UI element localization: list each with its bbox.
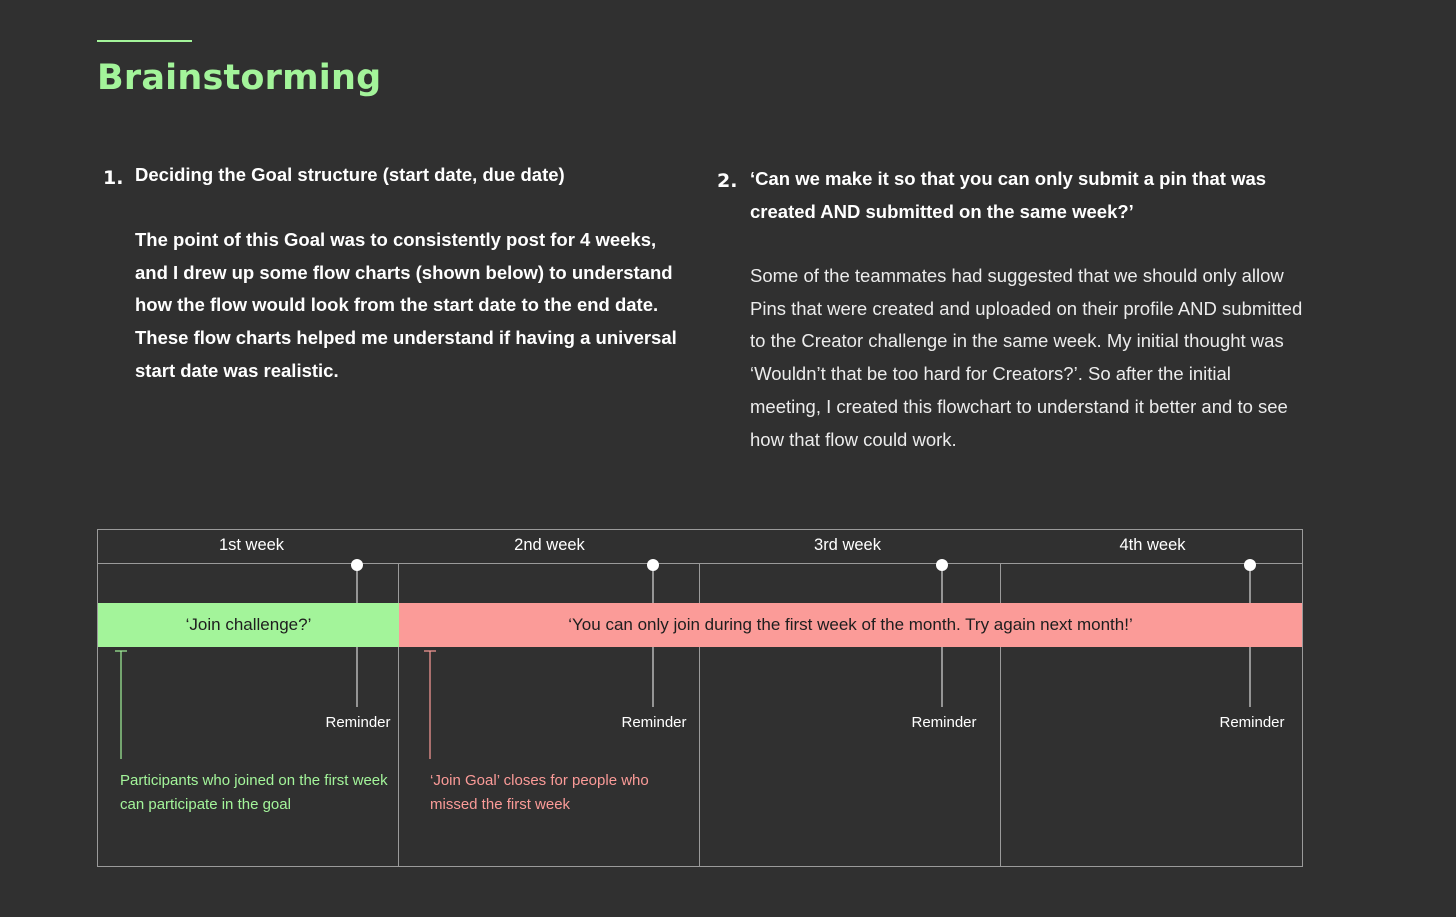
- item-2-body: Some of the teammates had suggested that…: [750, 265, 1303, 450]
- item-1-number: 1.: [103, 167, 124, 189]
- closed-note: ‘Join Goal’ closes for people who missed…: [430, 772, 649, 813]
- week-label-3: 3rd week: [814, 536, 881, 554]
- join-closed-label: ‘You can only join during the first week…: [568, 615, 1133, 634]
- timeline-lines: [97, 529, 1303, 867]
- reminder-label-2: Reminder: [621, 714, 687, 731]
- reminder-dot-2: [647, 559, 659, 571]
- week-label-1: 1st week: [218, 536, 285, 554]
- item-2-number: 2.: [717, 170, 738, 192]
- join-note: Participants who joined on the first wee…: [120, 772, 388, 813]
- reminder-dot-4: [1244, 559, 1256, 571]
- reminder-dot-3: [936, 559, 948, 571]
- join-closed-bar: ‘You can only join during the first week…: [399, 603, 1302, 647]
- reminder-label-1: Reminder: [325, 714, 391, 731]
- page-title: Brainstorming: [97, 58, 382, 98]
- week-label-4: 4th week: [1119, 536, 1186, 554]
- reminder-label-4: Reminder: [1219, 714, 1285, 731]
- week-timeline-diagram: 1st week 2nd week 3rd week 4th week ‘Joi…: [97, 529, 1303, 867]
- title-accent-line: [97, 40, 192, 42]
- join-challenge-label: ‘Join challenge?’: [185, 615, 312, 634]
- item-1-body: The point of this Goal was to consistent…: [135, 229, 677, 381]
- reminder-label-3: Reminder: [911, 714, 977, 731]
- week-label-2: 2nd week: [514, 536, 585, 554]
- join-challenge-bar: ‘Join challenge?’: [98, 603, 399, 647]
- item-2-heading: ‘Can we make it so that you can only sub…: [750, 168, 1267, 222]
- reminder-dot-1: [351, 559, 363, 571]
- item-1-heading: Deciding the Goal structure (start date,…: [135, 164, 565, 185]
